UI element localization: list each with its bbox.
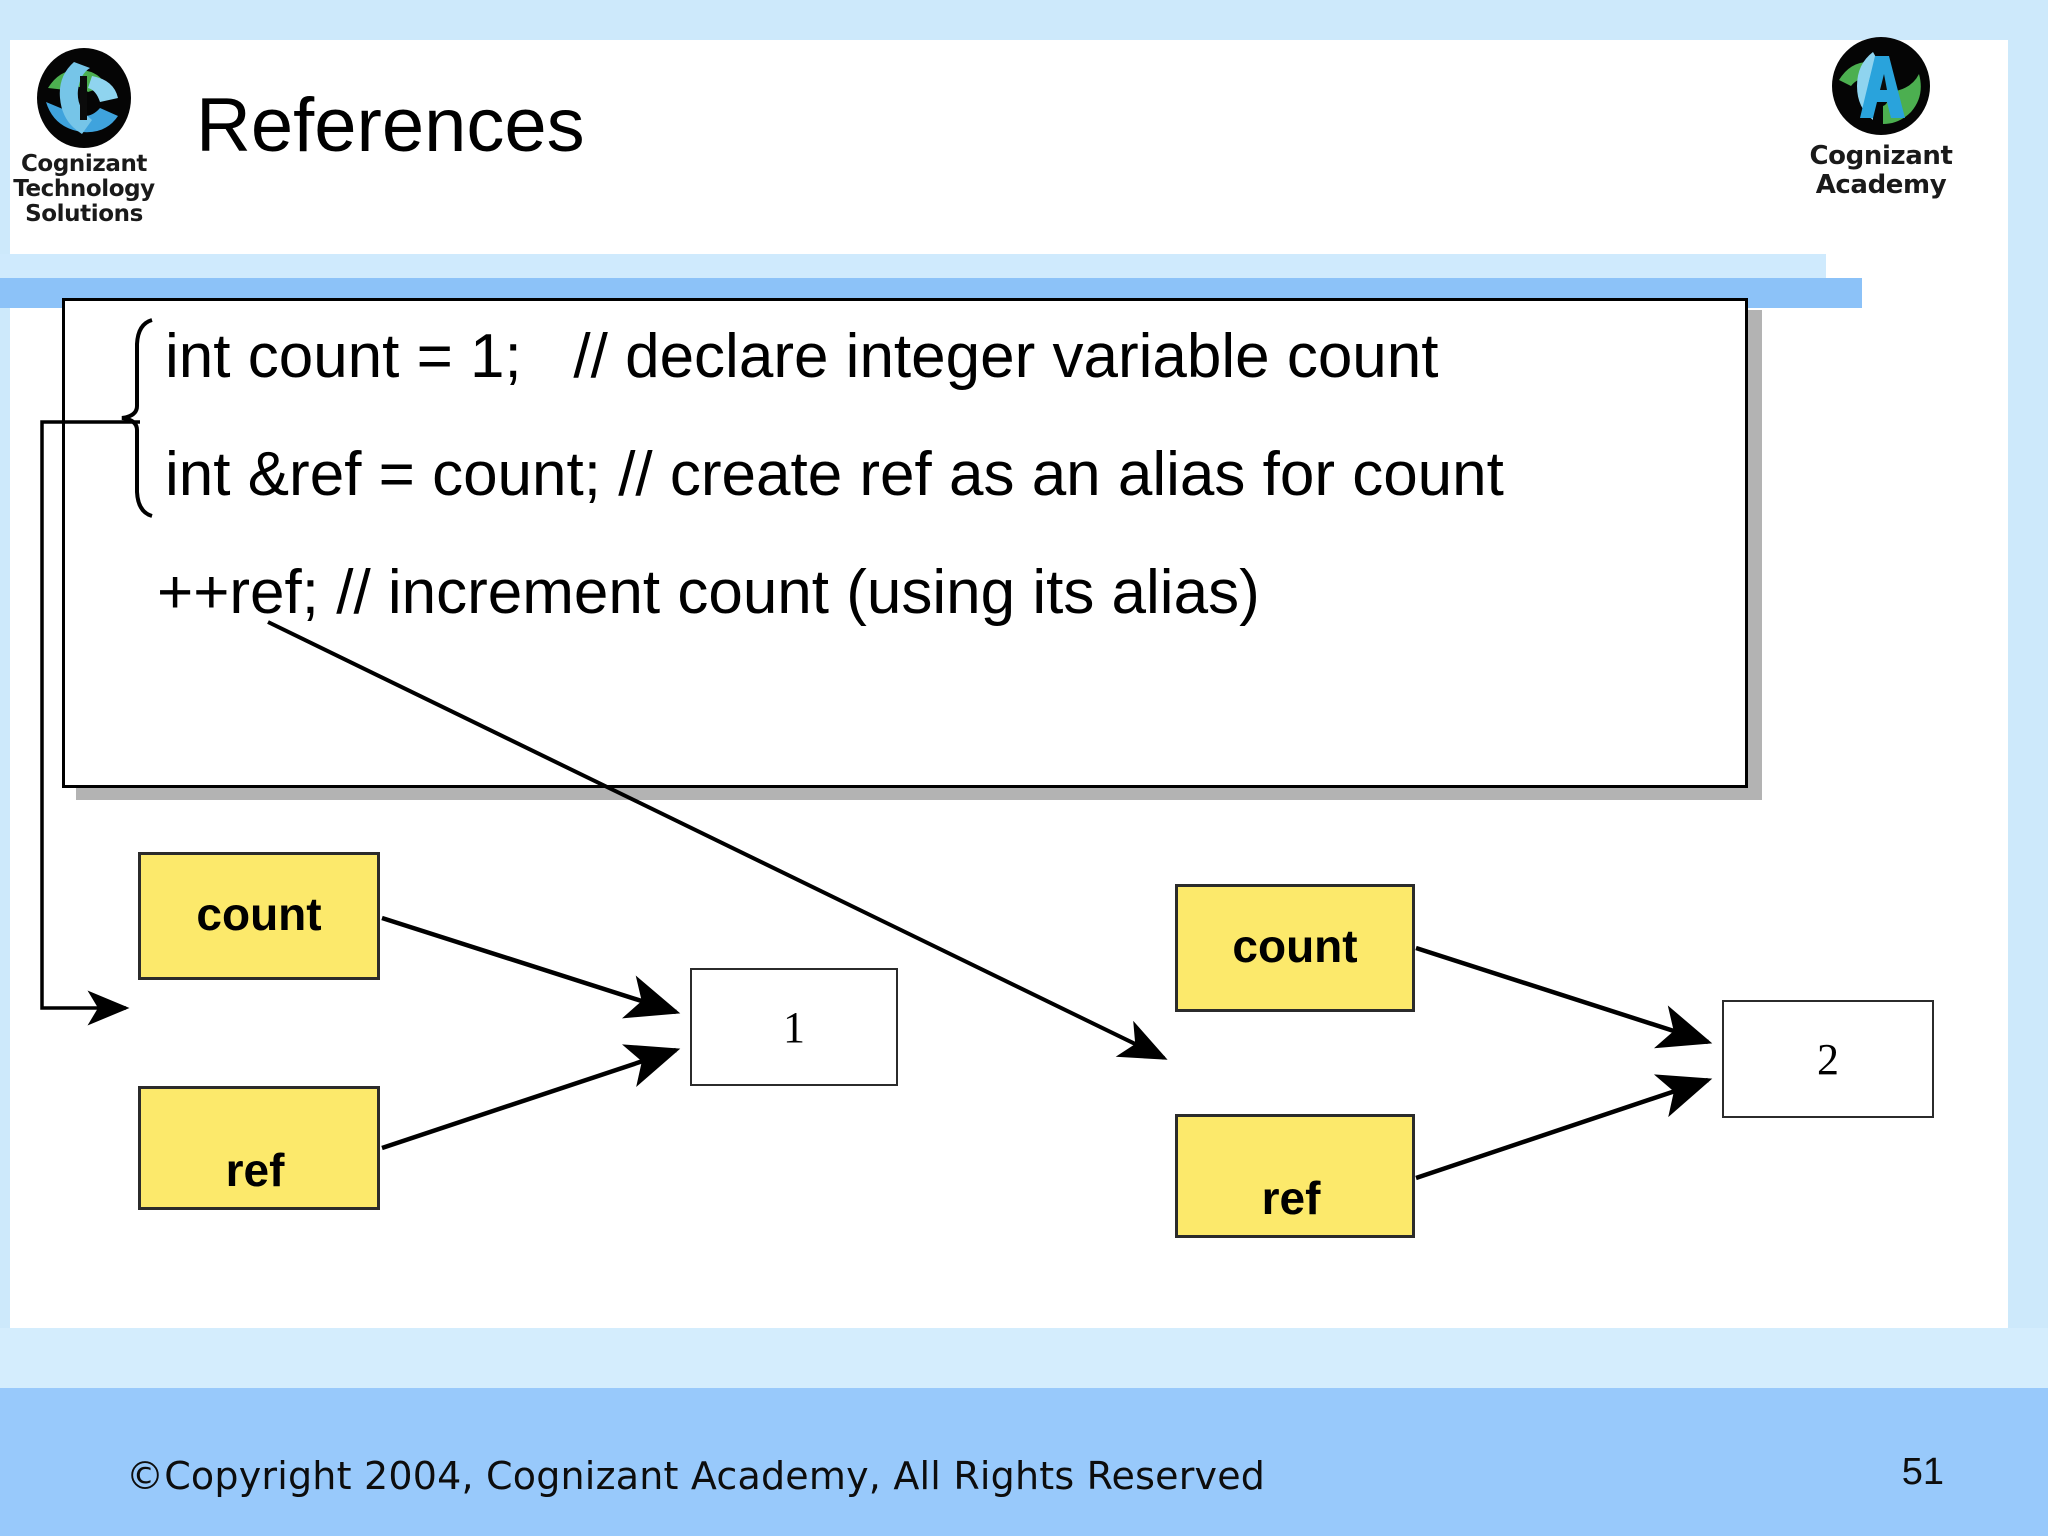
variable-label: ref [1261,1172,1321,1224]
copyright-footer: ©Copyright 2004, Cognizant Academy, All … [126,1454,1266,1498]
code-line-3: ++ref; // increment count (using its ali… [157,558,1260,627]
page-number: 51 [1901,1451,1944,1493]
variable-label: ref [225,1144,285,1196]
logo-left-line1: Cognizant [20,151,148,177]
frame-top-band [0,0,2048,40]
value-box-after: 2 [1722,1000,1934,1118]
code-line-1: int count = 1; // declare integer variab… [165,322,1439,391]
value-label: 1 [783,1002,805,1052]
arrow-ref-to-value-after [1415,1074,1713,1181]
cognizant-globe-icon [30,46,138,150]
cognizant-technology-solutions-logo: Cognizant Technology Solutions [13,46,155,246]
variable-label: count [1232,920,1358,972]
variable-label: count [196,888,322,940]
arrow-count-to-value-before [381,915,681,1019]
code-line-2: int &ref = count; // create ref as an al… [165,440,1504,509]
cognizant-academy-globe-icon [1829,34,1933,138]
header-divider-pale [0,254,1826,278]
value-label: 2 [1817,1034,1839,1084]
header-area [10,40,2008,248]
footer-blue-band [0,1388,2048,1536]
frame-right-band [2008,0,2048,1536]
footer-pale-band [0,1328,2048,1388]
code-panel: int count = 1; // declare integer variab… [62,298,1748,788]
variable-box-ref-after: ref [1175,1114,1415,1238]
cognizant-academy-logo: Cognizant Academy [1786,34,1976,239]
arrow-ref-to-value-before [381,1044,681,1151]
variable-box-count-before: count [138,852,380,980]
logo-left-line2: Technology [13,176,155,202]
logo-left-line3: Solutions [25,201,143,227]
frame-left-band [0,0,10,1536]
logo-right-line1: Cognizant [1809,141,1953,171]
value-box-before: 1 [690,968,898,1086]
variable-box-ref-before: ref [138,1086,380,1210]
page-title: References [196,83,585,168]
logo-right-line2: Academy [1815,170,1947,200]
code-grouping-brace-icon [112,318,158,518]
variable-box-count-after: count [1175,884,1415,1012]
arrow-count-to-value-after [1415,945,1713,1049]
